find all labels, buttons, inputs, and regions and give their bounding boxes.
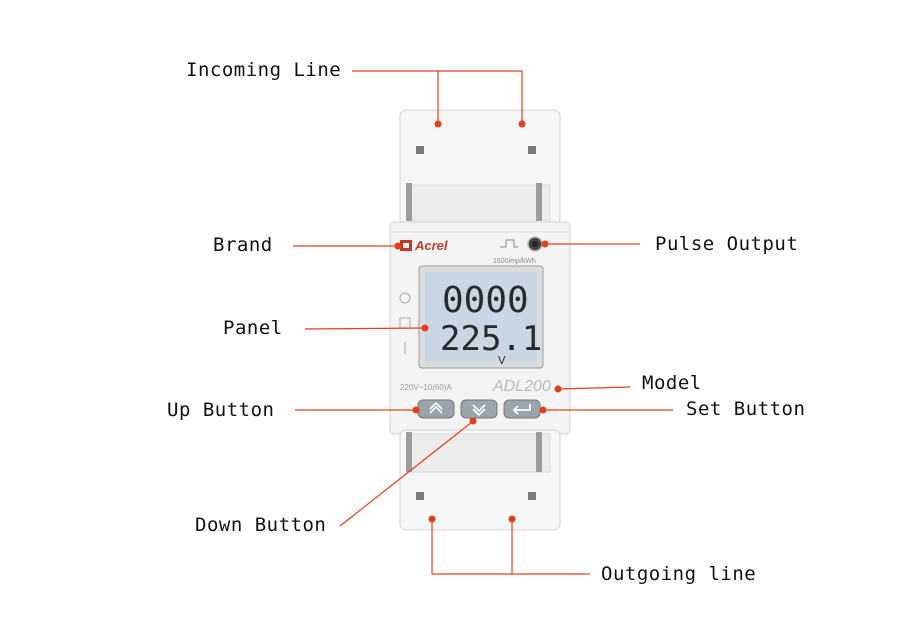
outgoing-line-dot-left bbox=[428, 515, 436, 523]
down-button[interactable] bbox=[460, 399, 498, 419]
down-button-label: Down Button bbox=[195, 514, 327, 536]
set-button[interactable] bbox=[503, 399, 541, 419]
down-button-leader bbox=[339, 421, 473, 527]
set-button-dot bbox=[539, 406, 547, 414]
lcd-panel: 0000 225.1 V bbox=[418, 265, 544, 369]
brand-dot bbox=[394, 242, 402, 250]
lcd-line-2: 225.1 bbox=[440, 319, 542, 359]
incoming-line-leader-2 bbox=[438, 70, 523, 122]
rating-label: 220V~10(60)A bbox=[400, 383, 452, 392]
model-dot bbox=[554, 385, 562, 393]
outgoing-line-dot-right bbox=[508, 515, 516, 523]
panel-label: Panel bbox=[223, 317, 283, 339]
model-label: ADL200 bbox=[492, 378, 551, 395]
pulse-output-label: Pulse Output bbox=[655, 233, 799, 255]
brand-name: Acrel bbox=[414, 238, 448, 253]
incoming-line-dot-right bbox=[518, 120, 526, 128]
incoming-line-dot-left bbox=[434, 120, 442, 128]
brand-logo: Acrel bbox=[400, 238, 448, 253]
set-button-label: Set Button bbox=[686, 398, 806, 420]
model-label-callout: Model bbox=[642, 372, 702, 394]
brand-label: Brand bbox=[213, 234, 273, 256]
pulse-output-dot bbox=[541, 240, 549, 248]
upper-terminal-block bbox=[399, 109, 561, 226]
lcd-unit: V bbox=[498, 354, 506, 367]
up-button-label: Up Button bbox=[167, 399, 275, 421]
down-button-dot bbox=[469, 417, 477, 425]
incoming-line-leader bbox=[352, 70, 439, 122]
up-button-dot bbox=[412, 406, 420, 414]
lcd-line-1: 0000 bbox=[442, 280, 529, 321]
model-leader bbox=[557, 386, 631, 390]
pulse-constant-label: 1600imp/kWh bbox=[493, 258, 536, 265]
panel-dot bbox=[421, 324, 429, 332]
panel-leader bbox=[304, 327, 425, 330]
outgoing-line-leader bbox=[431, 520, 590, 575]
outgoing-line-label: Outgoing line bbox=[601, 563, 757, 585]
incoming-line-label: Incoming Line bbox=[186, 59, 342, 81]
